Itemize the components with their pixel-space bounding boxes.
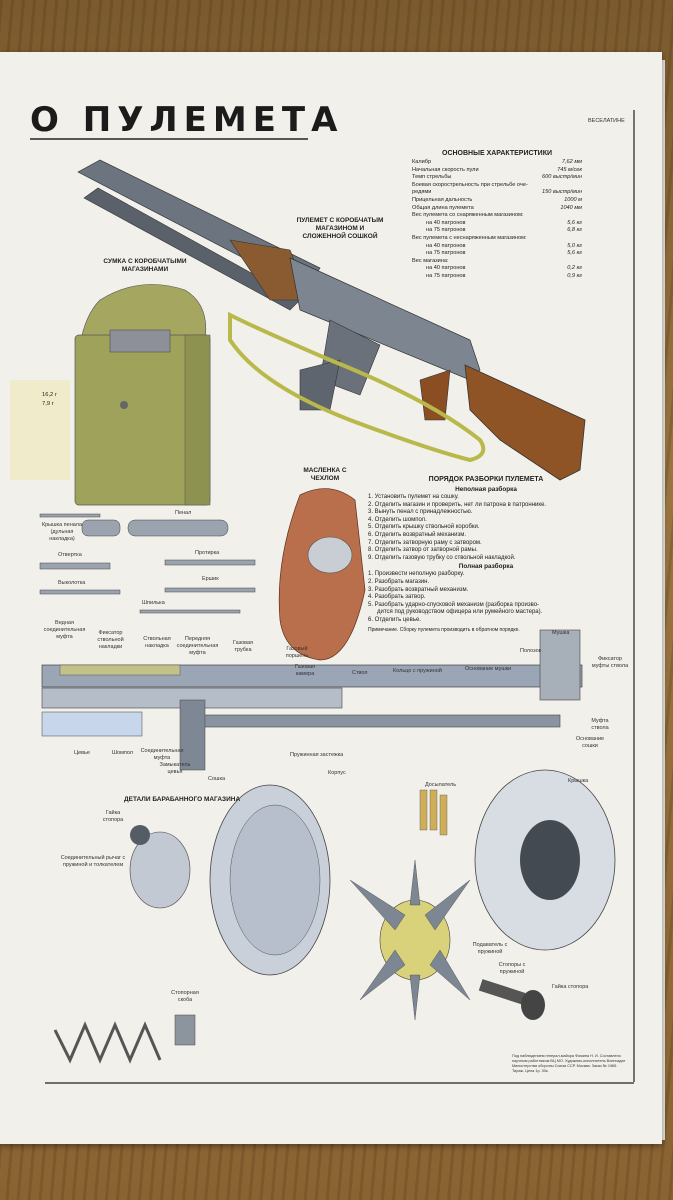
procedure-step: 2. Разобрать магазин. [368, 578, 430, 585]
drum-label: Соединительный рычаг с пружиной и толкат… [60, 855, 126, 868]
drum-label: Корпус [328, 770, 346, 776]
spec-row: Вес магазина: [412, 257, 449, 264]
drum-magazine-illustration [53, 769, 616, 1064]
drum-heading: ДЕТАЛИ БАРАБАННОГО МАГАЗИНА [124, 796, 241, 803]
tool-label-protirka: Протирка [195, 550, 220, 556]
bag-weight-1: 16,2 г [42, 392, 58, 398]
tool-label-kryshka: Крышка пенала (дульная накладка) [41, 522, 83, 542]
cutaway-label: Ствольная накладка [143, 636, 171, 649]
rifle-label: ПУЛЕМЕТ С КОРОБЧАТЫМ МАГАЗИНОМ И СЛОЖЕНН… [296, 217, 384, 240]
bag-weight-2: 7,9 г [42, 401, 54, 407]
tool-label-shpilka: Шпилька [142, 600, 165, 606]
tool-label-ershik: Ершик [202, 576, 219, 582]
specs-heading: ОСНОВНЫЕ ХАРАКТЕРИСТИКИ [442, 150, 552, 157]
cutaway-label: Основание сошки [575, 736, 605, 749]
cutaway-label: Ведная соединительная муфта [43, 620, 86, 640]
cutaway-label: Передняя соединительная муфта [176, 636, 219, 656]
procedure-step: 4. Разобрать затвор. [368, 594, 426, 601]
tool-label-otvertka: Отвертка [58, 552, 82, 558]
procedure-heading: ПОРЯДОК РАЗБОРКИ ПУЛЕМЕТА [428, 476, 544, 483]
procedure-step: 7. Отделить затворную раму с затвором. [368, 539, 482, 546]
procedure-step: 8. Отделить затвор от затворной рамы. [368, 547, 478, 554]
drum-label: Гайка стопора [552, 984, 589, 990]
cutaway-label: Пружинная застежка [290, 752, 344, 758]
disassembly-procedure: ПОРЯДОК РАЗБОРКИ ПУЛЕМЕТА Неполная разбо… [368, 476, 604, 634]
procedure-step: 3. Разобрать возвратный механизм. [368, 586, 469, 593]
cutaway-label: Соединительная муфта [140, 748, 184, 761]
machine-gun-illustration [77, 159, 586, 481]
cutaway-label: Муфта ствола [591, 718, 609, 731]
oiler-illustration [278, 488, 366, 661]
procedure-step: 6. Отделить цевье. [368, 616, 421, 623]
procedure-step: дится под руководством офицера или румей… [377, 609, 543, 616]
cutaway-label: Сошка [208, 776, 226, 782]
spec-row: Боевая скорострельность при стрельбе оче… [412, 181, 528, 188]
cutaway-label: Ствол [352, 670, 368, 676]
drum-label: Гайка стопора [102, 810, 124, 823]
cutaway-illustration [41, 629, 583, 771]
drum-label: Стопорная скоба [171, 990, 199, 1003]
procedure-note: Примечание. Сборку пулемета производить … [368, 626, 520, 633]
spec-row: Вес пулемета со снаряженным магазином: [412, 212, 524, 219]
procedure-step: 5. Разобрать ударно-спусковой механизм (… [368, 601, 540, 608]
drum-label: Досылатель [425, 782, 457, 788]
tools-illustration [39, 513, 256, 614]
drum-label: Крышка [568, 778, 589, 784]
procedure-step: 4. Отделить шомпол. [368, 516, 427, 523]
cutaway-label: Газовый поршень [285, 646, 309, 659]
drum-label: Подаватель с пружиной [472, 942, 508, 955]
drum-label: Стопоры с пружиной [498, 962, 526, 975]
cutaway-label: Фиксатор муфты ствола [591, 656, 629, 669]
printer-imprint: Под наблюдением генерал-майора Фомина Н.… [512, 1054, 626, 1073]
tool-label-vykolotka: Выколотка [58, 580, 86, 586]
oiler-label: МАСЛЕНКА С ЧЕХЛОМ [303, 467, 347, 482]
cutaway-label: Полозок [520, 648, 542, 654]
cutaway-label: Цевье [74, 750, 90, 756]
magazine-bag-illustration [10, 284, 211, 506]
procedure-step: 6. Отделить возвратный механизм. [368, 531, 466, 538]
cutaway-label: Фиксатор ствольной накладки [97, 630, 124, 650]
procedure-step: 3. Вынуть пенал с принадлежностью. [368, 509, 473, 516]
cutaway-label: Мушка [552, 630, 570, 636]
cutaway-label: Замыкатель цевья [159, 762, 191, 775]
procedure-step: 2. Отделить магазин и проверить, нет ли … [368, 501, 547, 508]
cutaway-label: Газовая трубка [232, 640, 254, 653]
procedure-step: 5. Отделить крышку ствольной коробки. [368, 524, 480, 531]
cutaway-label: Основание мушки [465, 666, 512, 672]
procedure-step: 1. Установить пулемет на сошку. [368, 494, 459, 500]
procedure-step: 1. Произвести неполную разборку. [368, 571, 465, 578]
corner-label: ВЕСЕЛАТИНЕ [588, 118, 625, 124]
cutaway-label: Шомпол [112, 750, 134, 756]
partial-heading: Неполная разборка [455, 486, 517, 493]
procedure-step: 9. Отделить газовую трубку со ствольной … [368, 554, 516, 561]
bag-label: СУМКА С КОРОБЧАТЫМИ МАГАЗИНАМИ [103, 258, 187, 273]
full-heading: Полная разборка [458, 563, 514, 571]
tool-label-penal: Пенал [175, 510, 192, 516]
cutaway-label: Кольцо с пружиной [393, 668, 442, 674]
spec-row: Вес пулемета с неснаряженным магазином: [412, 234, 527, 241]
cutaway-label: Газовая камера [294, 664, 316, 677]
poster-title: О ПУЛЕМЕТА [30, 100, 344, 140]
